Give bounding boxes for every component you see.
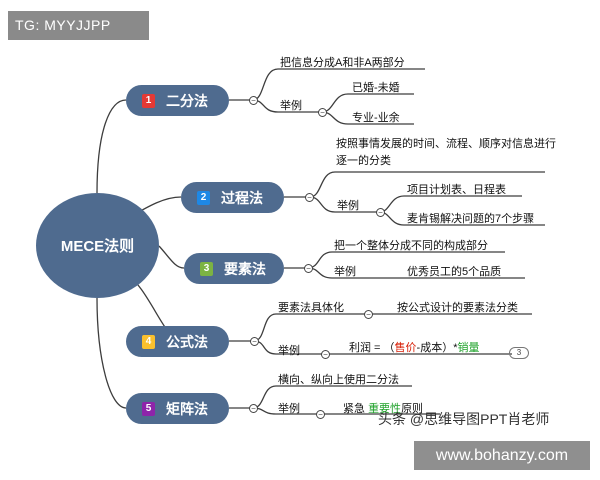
t1-example-2: 专业-业余 — [352, 112, 400, 124]
urgent-text: 紧急 — [343, 403, 369, 415]
topic-label: 要素法 — [224, 260, 266, 277]
topic-matrix[interactable]: 5 矩阵法 — [126, 393, 229, 424]
t2-example-label: 举例 — [337, 200, 359, 212]
formula-sales: 销量 — [457, 342, 480, 354]
site-url-banner: www.bohanzy.com — [414, 441, 590, 470]
t1-example-1: 已婚-未婚 — [352, 82, 400, 94]
collapsed-count-badge[interactable]: 3 — [509, 347, 529, 359]
t4-example-label: 举例 — [278, 345, 300, 357]
root-branch-3 — [158, 245, 185, 269]
topic-formula[interactable]: 4 公式法 — [126, 326, 229, 357]
topic-label: 过程法 — [221, 189, 263, 206]
collapse-toggle-t2-eg[interactable]: − — [376, 208, 385, 217]
number-badge-2: 2 — [197, 190, 210, 205]
importance-text: 重要性 — [368, 403, 402, 415]
root-branch-5 — [96, 297, 127, 409]
t3-example-label: 举例 — [334, 266, 356, 278]
collapse-toggle-t1[interactable]: − — [249, 96, 258, 105]
collapse-toggle-t2[interactable]: − — [305, 193, 314, 202]
t5-example-label: 举例 — [278, 403, 300, 415]
formula-cost: -成本）* — [416, 342, 458, 354]
formula-profit: 利润 = （ — [349, 342, 395, 354]
principle-text: 原则 — [401, 403, 424, 415]
t2-example-1: 项目计划表、日程表 — [407, 184, 506, 196]
root-branch-1 — [96, 99, 127, 194]
formula-price: 售价 — [394, 342, 417, 354]
root-node: MECE法则 — [36, 193, 159, 298]
t3-description: 把一个整体分成不同的构成部分 — [334, 240, 488, 252]
collapse-toggle-t3[interactable]: − — [304, 264, 313, 273]
t5-example-1: 紧急 重要性原则 — [343, 400, 423, 416]
t4-formula: 利润 = （售价-成本）*销量 — [349, 339, 480, 355]
number-badge-1: 1 — [142, 93, 155, 108]
collapse-toggle-t4[interactable]: − — [250, 337, 259, 346]
t1-description: 把信息分成A和非A两部分 — [280, 57, 405, 69]
collapse-toggle-t5[interactable]: − — [249, 404, 258, 413]
topic-label: 矩阵法 — [166, 400, 208, 417]
collapse-toggle-t4-eg[interactable]: − — [321, 350, 330, 359]
t5-description: 横向、纵向上使用二分法 — [278, 374, 399, 386]
t4-description: 要素法具体化 — [278, 302, 344, 314]
topic-dichotomy[interactable]: 1 二分法 — [126, 85, 229, 116]
channel-tag: TG: MYYJJPP — [8, 11, 149, 40]
topic-label: 二分法 — [166, 92, 208, 109]
number-badge-5: 5 — [142, 401, 155, 416]
topic-label: 公式法 — [166, 333, 208, 350]
number-badge-3: 3 — [200, 261, 213, 276]
t4-sub-description: 按公式设计的要素法分类 — [397, 302, 518, 314]
number-badge-4: 4 — [142, 334, 155, 349]
author-watermark: 头条 @思维导图PPT肖老师 — [378, 411, 550, 427]
t2-example-2: 麦肯锡解决问题的7个步骤 — [407, 213, 535, 225]
collapse-toggle-t5-eg[interactable]: − — [316, 410, 325, 419]
t1-example-label: 举例 — [280, 100, 302, 112]
t2-description: 按照事情发展的时间、流程、顺序对信息进行逐一的分类 — [336, 138, 556, 167]
collapse-toggle-t4-a[interactable]: − — [364, 310, 373, 319]
t4-a-line — [253, 313, 368, 342]
topic-element[interactable]: 3 要素法 — [184, 253, 284, 284]
t3-example-1: 优秀员工的5个品质 — [407, 266, 502, 278]
collapse-toggle-t1-eg[interactable]: − — [318, 108, 327, 117]
topic-process[interactable]: 2 过程法 — [181, 182, 284, 213]
